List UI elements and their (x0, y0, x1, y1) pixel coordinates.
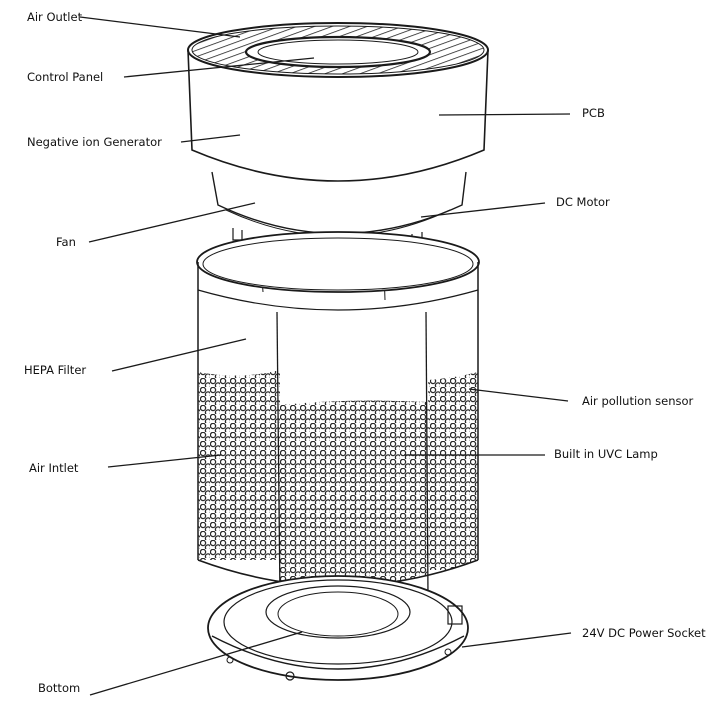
filter-body (196, 231, 480, 599)
label-air-outlet: Air Outlet (27, 10, 83, 24)
label-dc-motor: DC Motor (556, 195, 610, 209)
leader-lines (79, 16, 572, 696)
label-air-pollution-sensor: Air pollution sensor (582, 394, 694, 408)
leader-negative-ion (180, 134, 241, 143)
leader-dc-motor (420, 202, 546, 218)
label-pcb: PCB (582, 106, 605, 120)
base (207, 575, 469, 681)
leader-air-inlet (107, 454, 222, 468)
label-negative-ion-generator: Negative ion Generator (27, 135, 162, 149)
leader-power-socket (461, 632, 572, 648)
label-bottom: Bottom (38, 681, 81, 695)
label-uvc-lamp: Built in UVC Lamp (554, 447, 658, 461)
leader-air-outlet (79, 16, 241, 38)
label-power-socket: 24V DC Power Socket (582, 626, 706, 640)
leader-bottom (89, 631, 303, 696)
label-control-panel: Control Panel (27, 70, 104, 84)
label-air-inlet: Air Intlet (29, 461, 79, 475)
label-fan: Fan (56, 235, 76, 249)
leader-pcb (438, 113, 571, 116)
leader-hepa (111, 338, 247, 372)
leader-fan (88, 202, 256, 243)
leader-air-pollution (468, 388, 569, 402)
leader-control-panel (123, 57, 315, 78)
label-hepa-filter: HEPA Filter (24, 363, 87, 377)
